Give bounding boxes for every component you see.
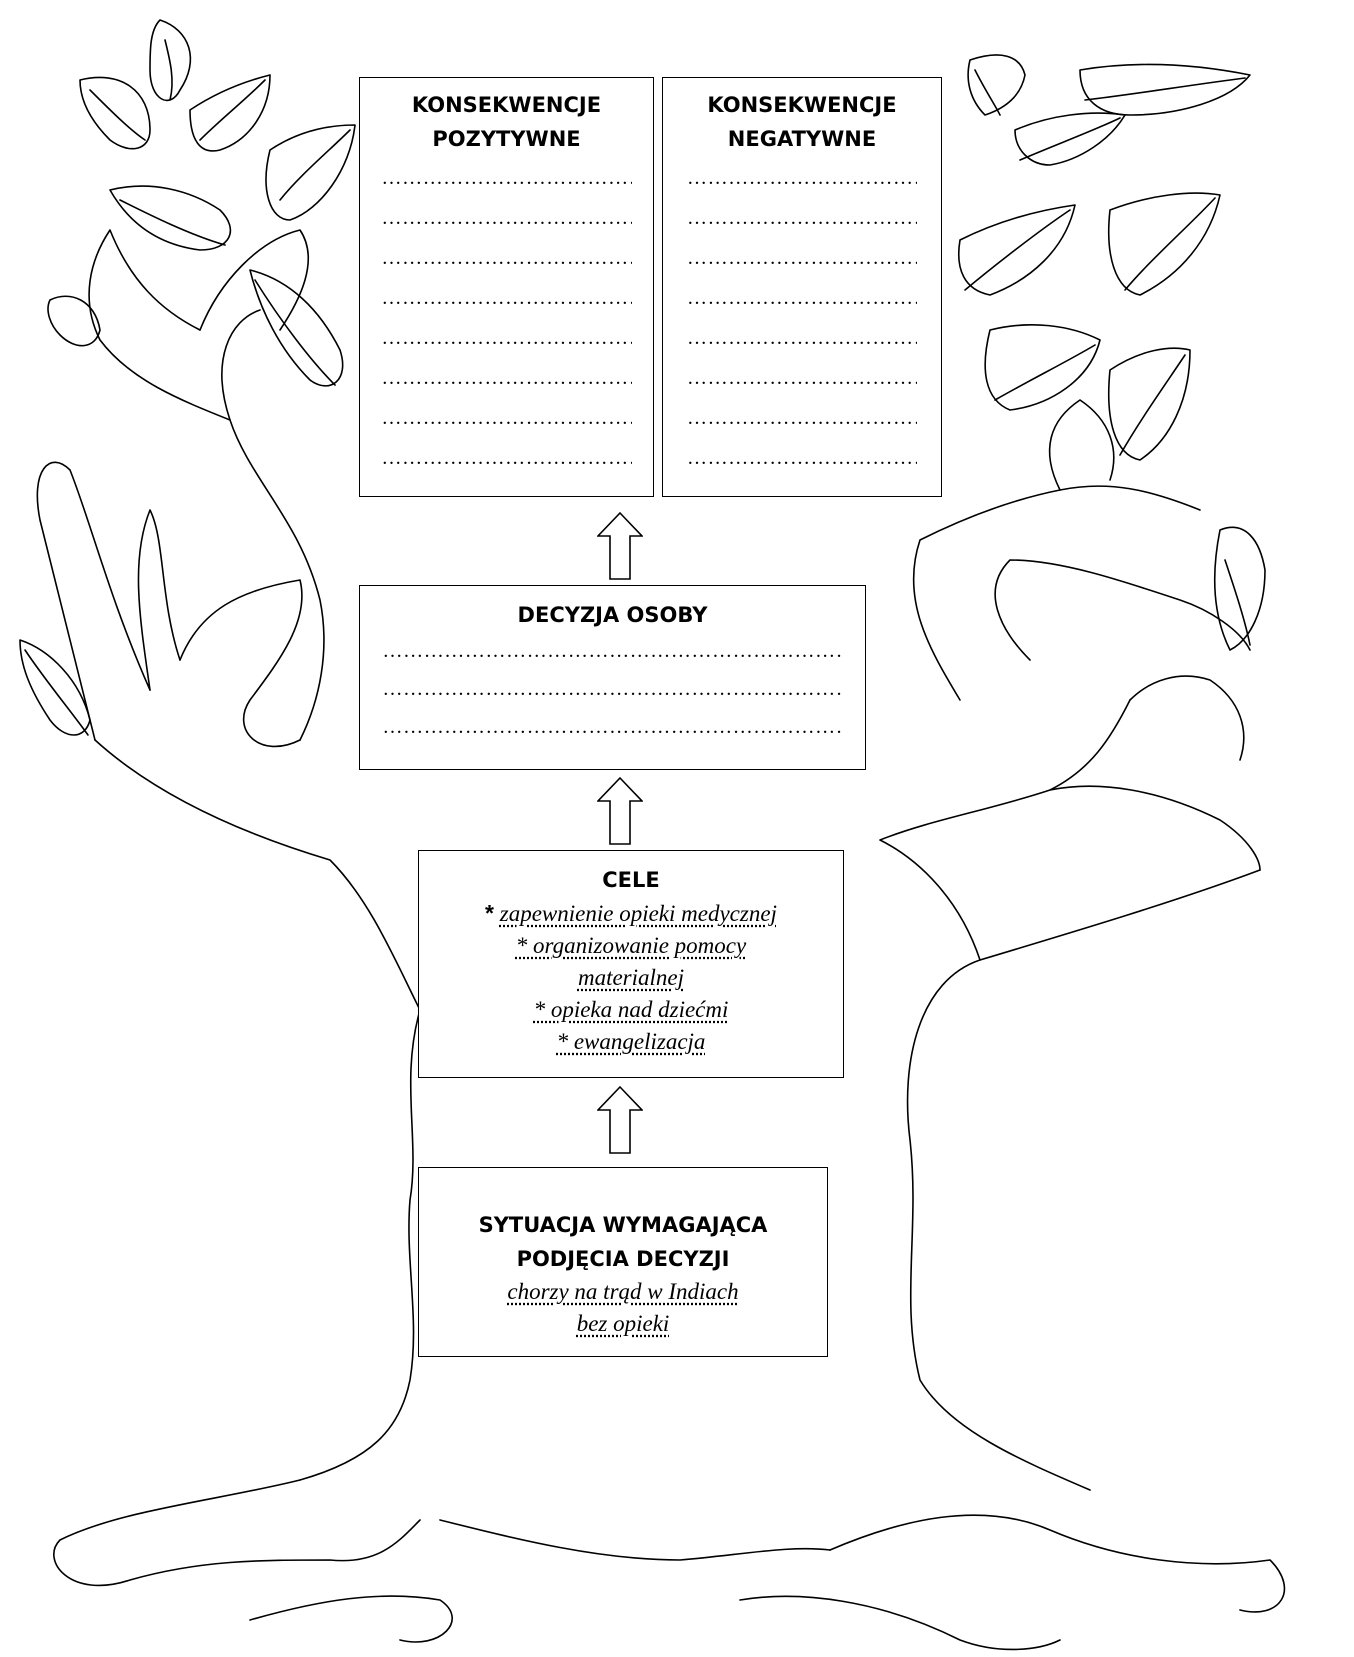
leaf-16 — [1214, 526, 1266, 651]
leaf-13 — [1107, 192, 1221, 296]
branch-left-6 — [199, 229, 310, 331]
goal-bullet: * — [485, 900, 494, 926]
positive-dotted-line[interactable]: …………………………………… — [381, 207, 632, 229]
up-arrow-icon — [597, 512, 643, 580]
goals-title: CELE — [602, 868, 660, 892]
leaf-3 — [189, 74, 271, 152]
goal-item-text: * opieka nad dziećmi — [533, 997, 729, 1022]
root-right-inner — [739, 1595, 1061, 1651]
leaf-12 — [958, 204, 1076, 296]
leaf-6 — [249, 269, 344, 387]
situation-box: SYTUACJA WYMAGAJĄCA PODJĘCIA DECYZJI cho… — [418, 1167, 828, 1357]
root-left — [53, 1479, 421, 1587]
branch-left-2 — [137, 509, 181, 691]
leaf-14 — [984, 324, 1101, 411]
leaf-5 — [265, 124, 356, 221]
root-right — [829, 1514, 1286, 1613]
negative-dotted-line[interactable]: ……………………………… — [687, 407, 917, 429]
goal-item-text: * ewangelizacja — [556, 1029, 706, 1054]
leaf-10 — [1079, 63, 1251, 116]
leaf-7 — [19, 639, 91, 736]
branch-right-3 — [1129, 675, 1245, 761]
positive-consequences-box: KONSEKWENCJE POZYTYWNE …………………………………… ……… — [359, 77, 654, 497]
root-left-inner — [249, 1595, 453, 1643]
decision-dotted-line[interactable]: …………………………………………………………… — [382, 716, 843, 738]
goal-item: * zapewnienie opieki medycznej — [419, 897, 843, 930]
decision-dotted-line[interactable]: …………………………………………………………… — [382, 640, 843, 662]
goal-item: * ewangelizacja — [419, 1026, 843, 1058]
positive-dotted-line[interactable]: …………………………………… — [381, 367, 632, 389]
branch-right-1 — [879, 699, 1131, 961]
positive-dotted-line[interactable]: …………………………………… — [381, 167, 632, 189]
negative-dotted-line[interactable]: ……………………………… — [687, 287, 917, 309]
branch-right-5 — [912, 485, 1201, 701]
leaf-8 — [47, 295, 101, 347]
goal-item: materialnej — [419, 962, 843, 994]
positive-consequences-title-line1: KONSEKWENCJE — [411, 93, 602, 117]
negative-dotted-line[interactable]: ……………………………… — [687, 367, 917, 389]
goal-item: * opieka nad dziećmi — [419, 994, 843, 1026]
branch-right-4 — [994, 559, 1251, 661]
negative-dotted-line[interactable]: ……………………………… — [687, 207, 917, 229]
situation-text-line2: bez opieki — [419, 1308, 827, 1340]
leaf-2 — [79, 76, 151, 150]
positive-dotted-line[interactable]: …………………………………… — [381, 447, 632, 469]
positive-dotted-line[interactable]: …………………………………… — [381, 287, 632, 309]
decision-box: DECYZJA OSOBY …………………………………………………………… ……… — [359, 585, 866, 770]
trunk-right-edge — [906, 869, 1261, 1491]
decision-dotted-line[interactable]: …………………………………………………………… — [382, 678, 843, 700]
goal-item-text: zapewnienie opieki medycznej — [499, 901, 777, 926]
negative-dotted-line[interactable]: ……………………………… — [687, 247, 917, 269]
branch-left-4 — [221, 309, 325, 741]
goal-item-text: materialnej — [577, 965, 685, 990]
goals-box: CELE * zapewnienie opieki medycznej * or… — [418, 850, 844, 1078]
situation-title-line2: PODJĘCIA DECYZJI — [516, 1247, 730, 1271]
leaf-9 — [967, 54, 1026, 116]
branch-left-5 — [88, 229, 231, 421]
branch-left-1 — [36, 461, 151, 741]
trunk-left-edge — [94, 739, 421, 1481]
goal-item-text: * organizowanie pomocy — [515, 933, 747, 958]
situation-text-line1: chorzy na trąd w Indiach — [419, 1276, 827, 1308]
branch-right-6 — [1048, 399, 1115, 491]
positive-dotted-line[interactable]: …………………………………… — [381, 327, 632, 349]
decision-title: DECYZJA OSOBY — [517, 603, 708, 627]
up-arrow-icon — [597, 777, 643, 845]
positive-dotted-line[interactable]: …………………………………… — [381, 407, 632, 429]
negative-dotted-line[interactable]: ……………………………… — [687, 167, 917, 189]
leaf-15 — [1107, 347, 1191, 461]
branch-right-2 — [1049, 785, 1261, 871]
negative-dotted-line[interactable]: ……………………………… — [687, 327, 917, 349]
negative-consequences-title-line1: KONSEKWENCJE — [707, 93, 897, 117]
up-arrow-icon — [597, 1086, 643, 1154]
negative-consequences-box: KONSEKWENCJE NEGATYWNE ……………………………… …………… — [662, 77, 942, 497]
leaf-1 — [149, 19, 192, 102]
positive-consequences-title-line2: POZYTYWNE — [432, 127, 581, 151]
branch-left-3 — [179, 579, 303, 748]
situation-text: bez opieki — [576, 1311, 670, 1336]
situation-text: chorzy na trąd w Indiach — [507, 1279, 739, 1304]
positive-dotted-line[interactable]: …………………………………… — [381, 247, 632, 269]
situation-title-line1: SYTUACJA WYMAGAJĄCA — [478, 1213, 768, 1237]
root-center — [439, 1519, 831, 1561]
leaf-4 — [109, 185, 232, 251]
negative-dotted-line[interactable]: ……………………………… — [687, 447, 917, 469]
negative-consequences-title-line2: NEGATYWNE — [727, 127, 877, 151]
goal-item: * organizowanie pomocy — [419, 930, 843, 962]
leaf-11 — [1014, 112, 1126, 166]
